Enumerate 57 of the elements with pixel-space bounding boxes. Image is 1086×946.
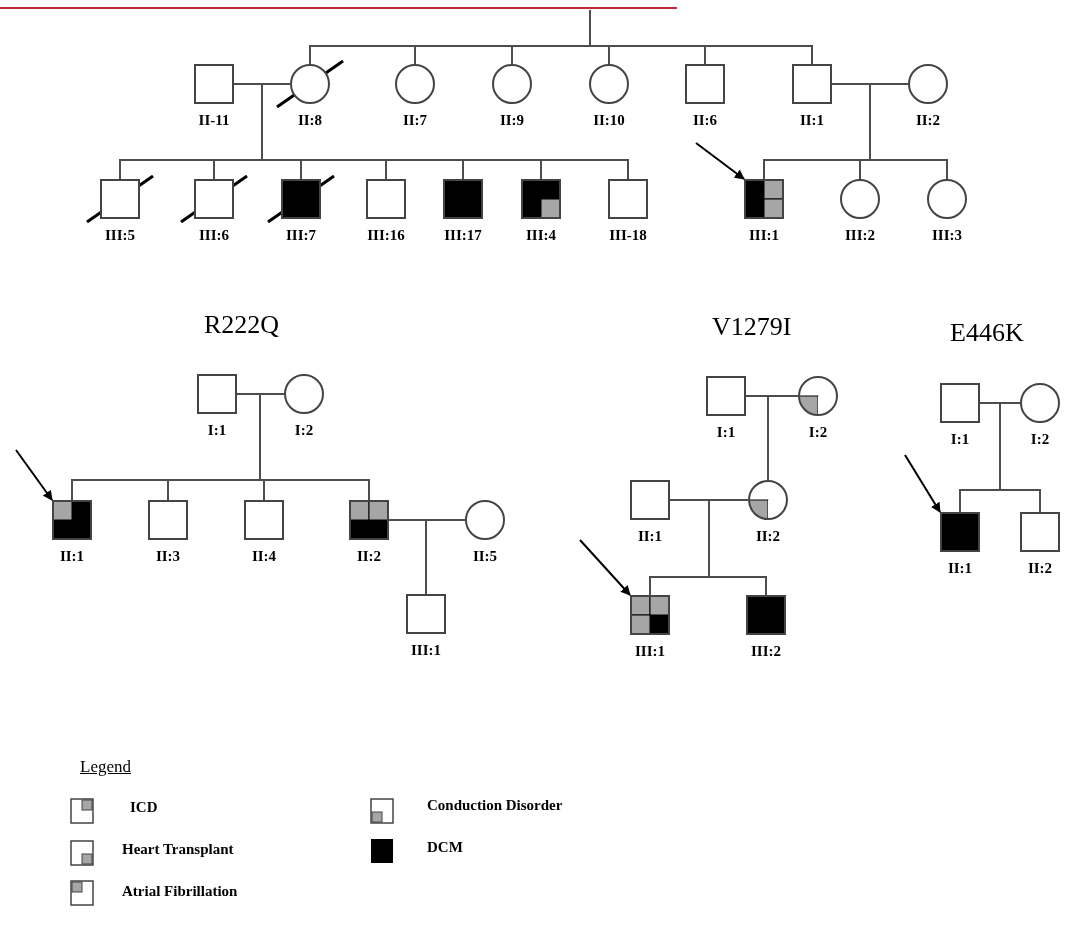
- individual-id: III:17: [444, 228, 482, 243]
- legend-label: Conduction Disorder: [427, 798, 563, 813]
- individual-id: II:2: [915, 113, 941, 128]
- legend-label: DCM: [427, 840, 463, 855]
- legend-label: Heart Transplant: [122, 842, 234, 857]
- descent-line: [745, 395, 769, 481]
- individual-id: II:9: [499, 113, 525, 128]
- individual-id: II:8: [297, 113, 323, 128]
- individual-id: I:1: [716, 425, 736, 440]
- individual-id: III:1: [749, 228, 779, 243]
- individual-id: II-11: [198, 113, 230, 128]
- legend-label: Atrial Fibrillation: [122, 884, 238, 899]
- individual-id: III:1: [411, 643, 441, 658]
- individual-id: III:7: [286, 228, 316, 243]
- individual-id: III:1: [635, 644, 665, 659]
- individual-id: I:2: [808, 425, 828, 440]
- individual-id: III-18: [609, 228, 647, 243]
- descent-line: [669, 499, 767, 596]
- variant-title: V1279I: [712, 314, 792, 340]
- descent-line: [589, 9, 813, 65]
- individual-id: II:1: [59, 549, 85, 564]
- individual-id: III:3: [932, 228, 962, 243]
- variant-title: E446K: [950, 320, 1024, 346]
- individual-id: II:2: [356, 549, 382, 564]
- individual-id: II:4: [251, 549, 277, 564]
- individual-id: II:1: [637, 529, 663, 544]
- proband-arrow: [904, 454, 941, 513]
- proband-arrow: [579, 539, 631, 596]
- individual-id: I:1: [207, 423, 227, 438]
- variant-title: R222Q: [204, 312, 280, 338]
- individual-id: III:2: [751, 644, 781, 659]
- legend-label: ICD: [130, 800, 158, 815]
- individual-id: II:6: [692, 113, 718, 128]
- proband-arrow: [695, 142, 745, 180]
- individual-id: III:16: [367, 228, 405, 243]
- individual-id: II:7: [402, 113, 428, 128]
- descent-line: [388, 519, 427, 595]
- individual-id: III:2: [845, 228, 875, 243]
- individual-id: II:5: [472, 549, 498, 564]
- individual-id: I:2: [1030, 432, 1050, 447]
- legend-title: Legend: [80, 758, 131, 775]
- individual-id: III:6: [199, 228, 229, 243]
- individual-id: II:1: [947, 561, 973, 576]
- proband-arrow: [15, 449, 53, 501]
- individual-id: III:4: [526, 228, 556, 243]
- individual-id: II:1: [799, 113, 825, 128]
- individual-id: II:3: [155, 549, 181, 564]
- individual-id: II:2: [755, 529, 781, 544]
- individual-id: I:1: [950, 432, 970, 447]
- individual-id: I:2: [294, 423, 314, 438]
- descent-line: [979, 402, 1041, 513]
- descent-line: [233, 83, 629, 180]
- descent-line: [831, 83, 948, 180]
- individual-id: II:2: [1027, 561, 1053, 576]
- descent-line: [236, 393, 370, 501]
- individual-id: II:10: [593, 113, 625, 128]
- individual-id: III:5: [105, 228, 135, 243]
